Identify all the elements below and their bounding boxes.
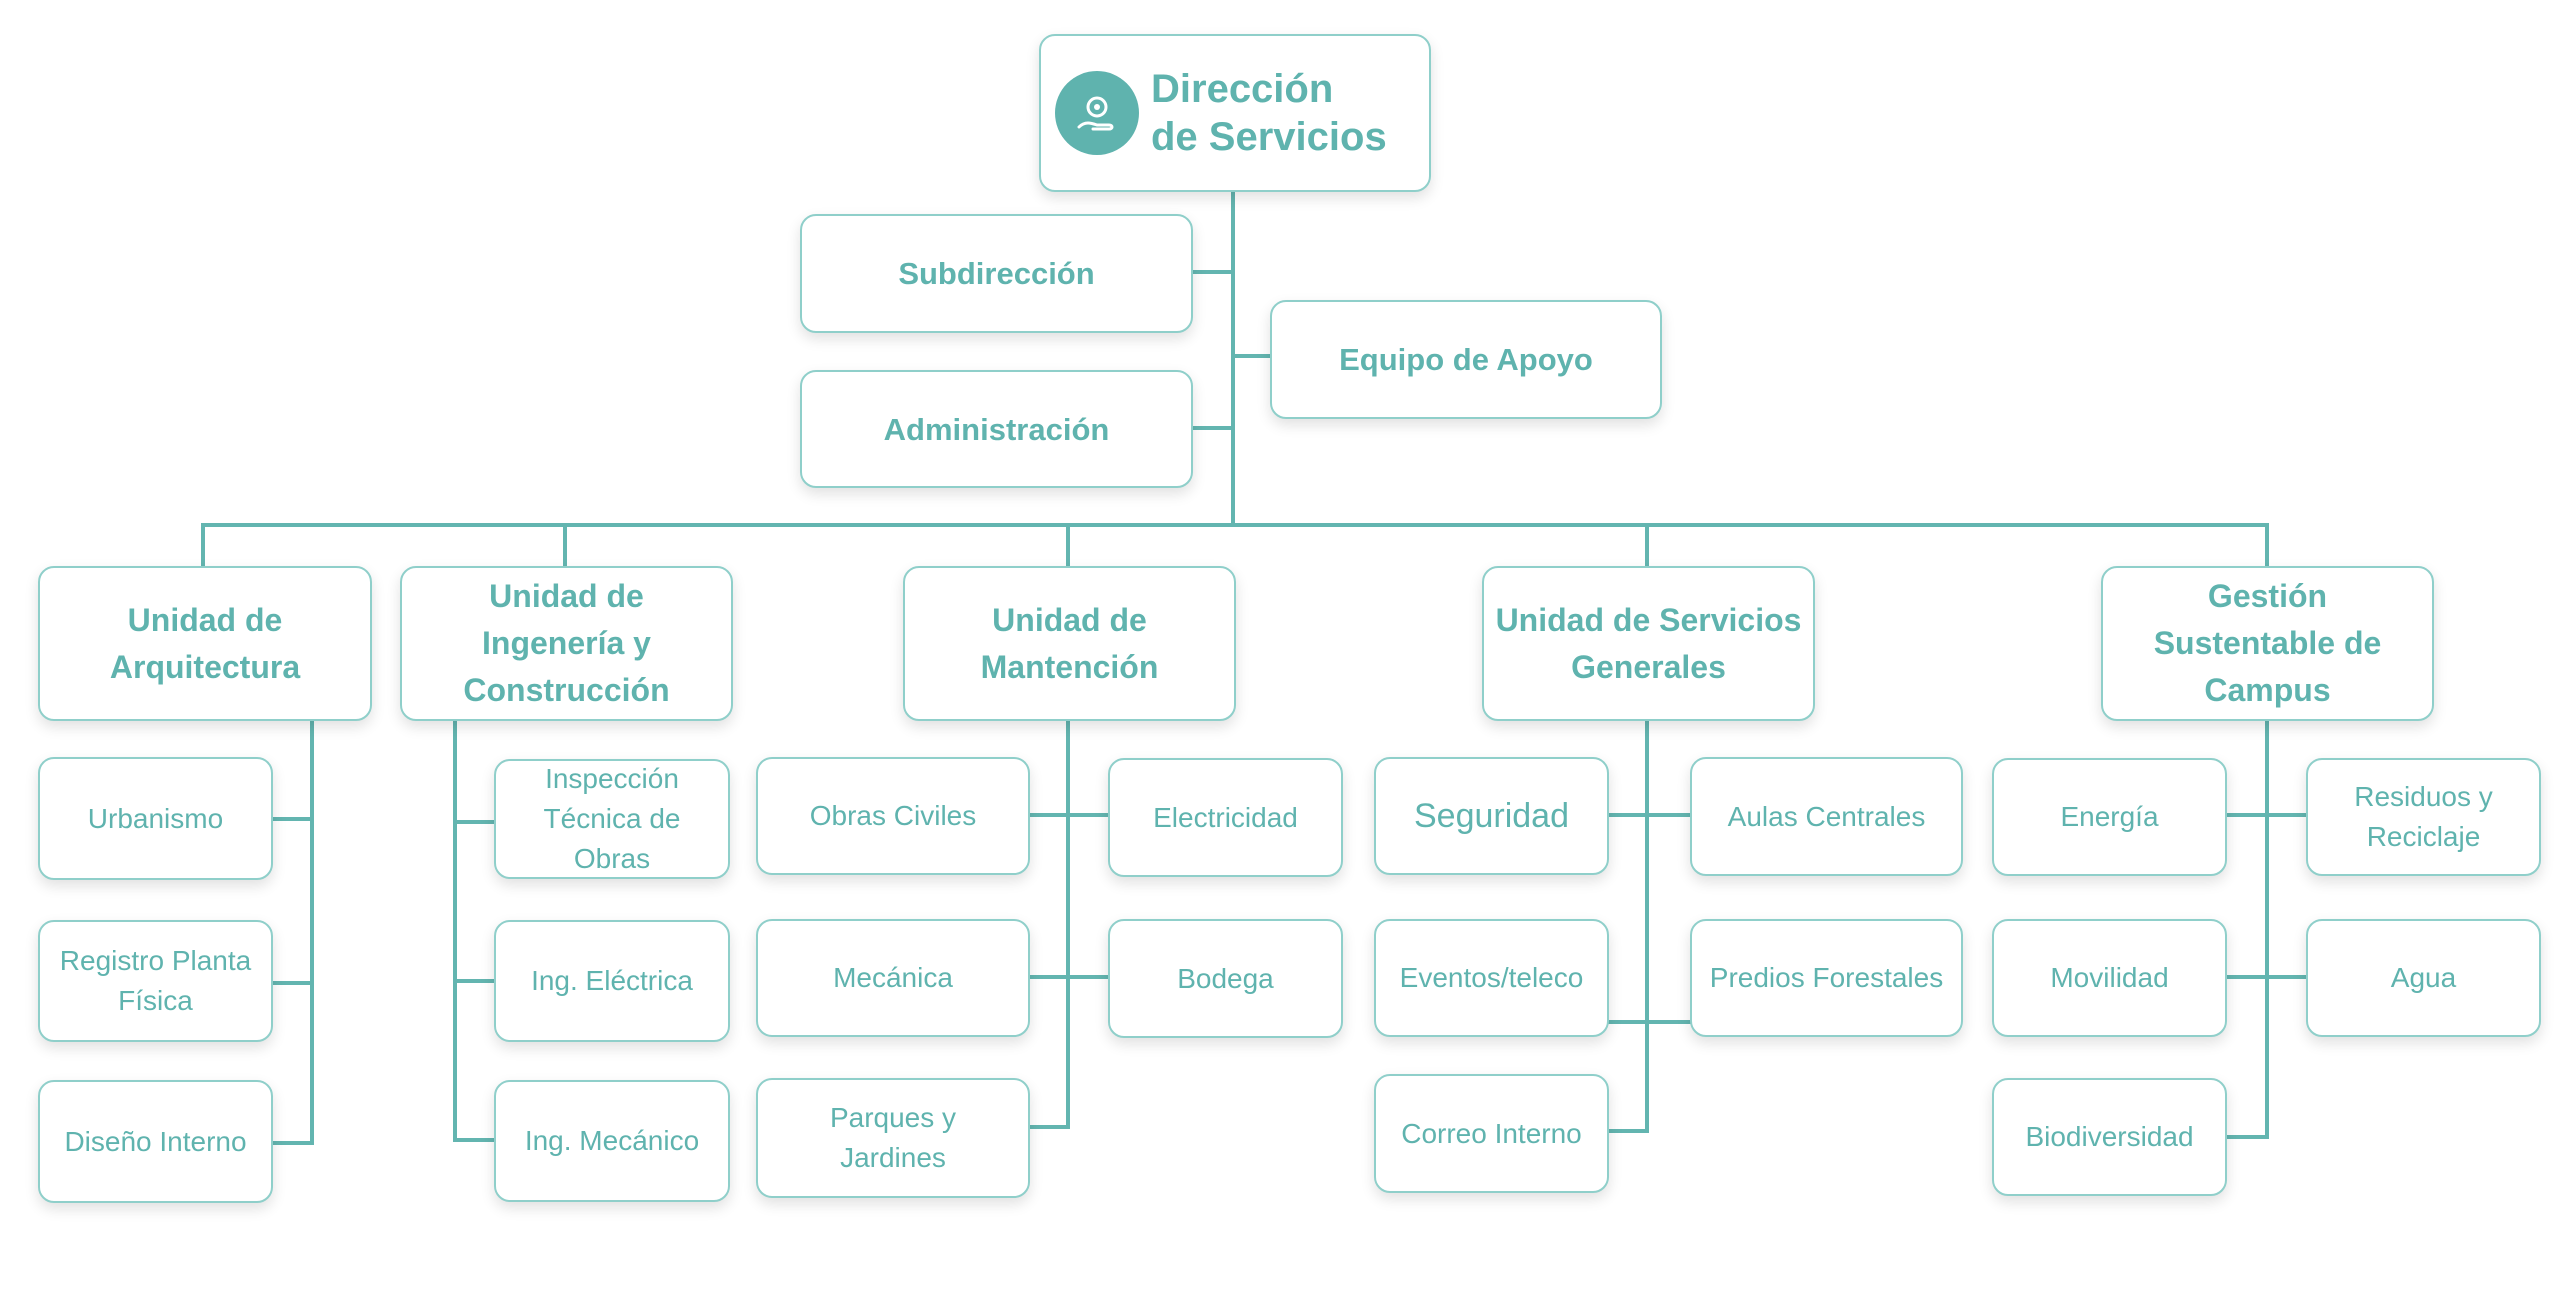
unit-title: Gestión Sustentable de Campus [2153,578,2382,708]
node-label: Administración [883,411,1110,447]
node-label: Electricidad [1153,801,1298,833]
node-label: Residuos y Reciclaje [2354,781,2493,852]
node-label: Ing. Mecánico [524,1125,700,1156]
node-registro-planta-fisica: Registro Planta Física [38,920,273,1042]
unit-title: Unidad de Arquitectura [109,601,301,685]
unit-title: Unidad de Mantención [980,601,1159,685]
node-ing-electrica: Ing. Eléctrica [494,920,730,1042]
node-label: Parques y Jardines [829,1102,957,1173]
node-label: Equipo de Apoyo [1339,342,1593,377]
node-label: Inspección Técnica de Obras [543,763,681,874]
node-residuos-reciclaje: Residuos y Reciclaje [2306,758,2541,876]
unit-ingenieria: Unidad de Ingenería y Construcción [400,566,733,721]
node-equipo-apoyo: Equipo de Apoyo [1270,300,1662,419]
node-label: Energía [2060,801,2159,832]
node-diseno-interno: Diseño Interno [38,1080,273,1203]
unit-mantencion: Unidad de Mantención [903,566,1236,721]
node-inspeccion-tecnica: Inspección Técnica de Obras [494,759,730,879]
node-label: Ing. Eléctrica [531,965,693,996]
node-label: Registro Planta Física [59,945,252,1016]
node-subdireccion: Subdirección [800,214,1193,333]
node-biodiversidad: Biodiversidad [1992,1078,2227,1196]
node-ing-mecanico: Ing. Mecánico [494,1080,730,1202]
node-label: Movilidad [2050,962,2169,993]
node-label: Aulas Centrales [1727,800,1926,832]
node-label: Correo Interno [1401,1117,1582,1149]
node-electricidad: Electricidad [1108,758,1343,877]
node-bodega: Bodega [1108,919,1343,1038]
node-administracion: Administración [800,370,1193,488]
unit-title: Unidad de Ingenería y Construcción [463,578,670,708]
node-label: Urbanismo [87,802,224,834]
unit-servicios-generales: Unidad de Servicios Generales [1482,566,1815,721]
node-correo-interno: Correo Interno [1374,1074,1609,1193]
node-label: Biodiversidad [2025,1121,2194,1152]
node-label: Obras Civiles [809,800,977,831]
node-label: Subdirección [898,256,1095,291]
node-movilidad: Movilidad [1992,919,2227,1037]
node-eventos-teleco: Eventos/teleco [1374,919,1609,1037]
node-label: Seguridad [1413,797,1569,835]
node-aulas-centrales: Aulas Centrales [1690,757,1963,876]
node-label: Mecánica [833,962,953,993]
service-hand-gear-icon [1055,71,1139,155]
root-node-direccion: Dirección de Servicios [1039,34,1431,192]
node-mecanica: Mecánica [756,919,1030,1037]
node-seguridad: Seguridad [1374,757,1609,875]
node-obras-civiles: Obras Civiles [756,757,1030,875]
node-urbanismo: Urbanismo [38,757,273,880]
unit-arquitectura: Unidad de Arquitectura [38,566,372,721]
unit-gestion-sustentable: Gestión Sustentable de Campus [2101,566,2434,721]
root-title: Dirección de Servicios [1151,67,1387,159]
node-label: Diseño Interno [64,1125,247,1157]
unit-title: Unidad de Servicios Generales [1495,601,1802,685]
node-parques-jardines: Parques y Jardines [756,1078,1030,1198]
node-label: Bodega [1177,962,1274,994]
node-predios-forestales: Predios Forestales [1690,919,1963,1037]
node-label: Predios Forestales [1709,962,1944,993]
node-energia: Energía [1992,758,2227,876]
node-label: Eventos/teleco [1399,962,1584,993]
node-label: Agua [2390,962,2457,993]
node-agua: Agua [2306,919,2541,1037]
